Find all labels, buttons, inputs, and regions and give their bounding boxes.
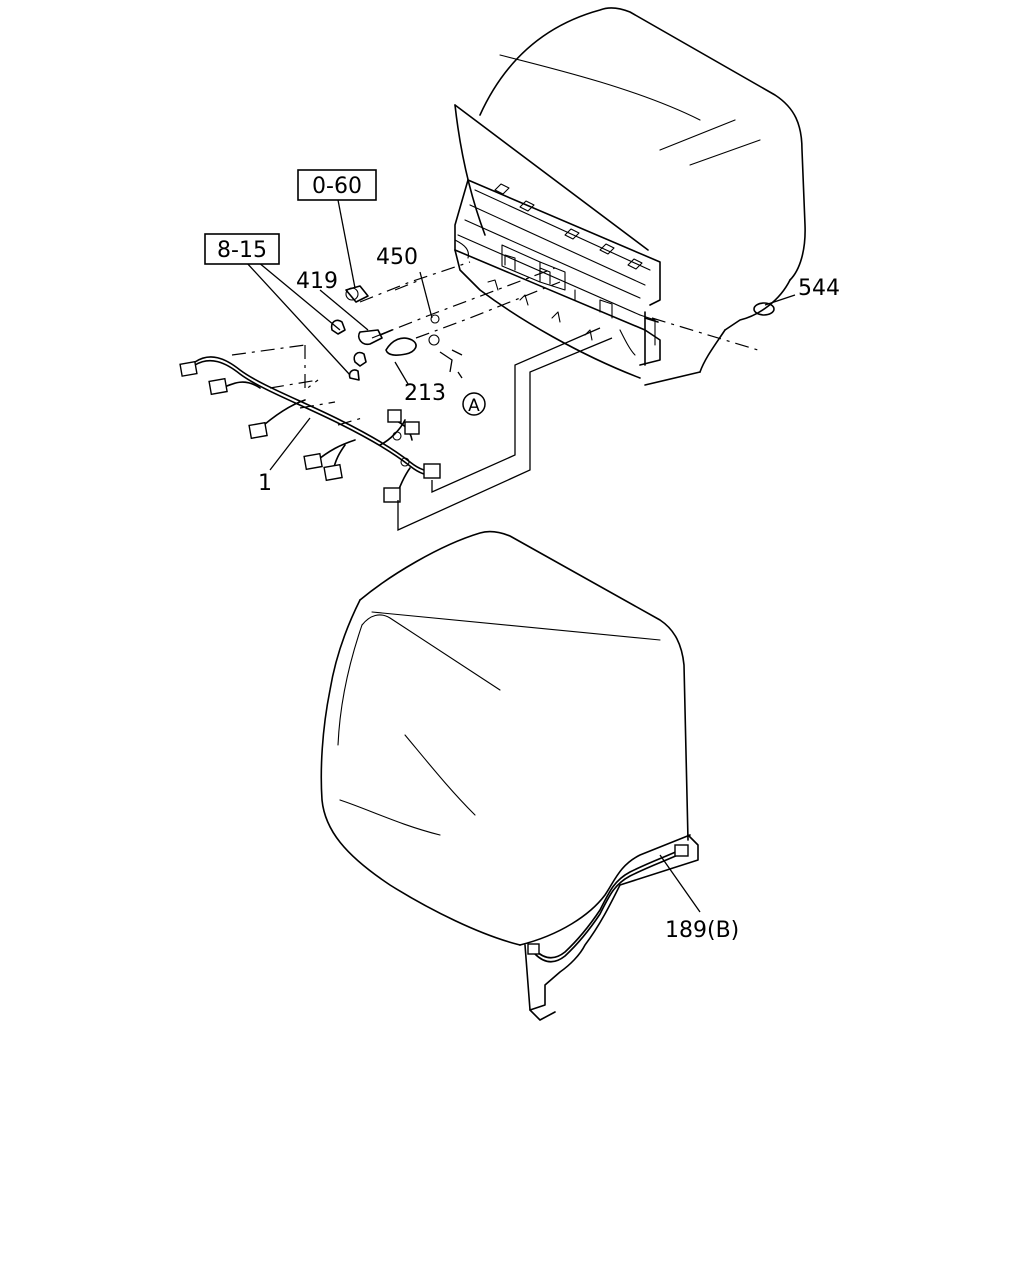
leader-lines [245,199,796,913]
ref-box-0-60: 0-60 [297,169,377,201]
ref-box-8-15: 8-15 [204,233,280,265]
ref-label-8-15: 8-15 [217,238,267,263]
part-label-419: 419 [296,269,338,294]
detail-label-a: A [468,396,480,416]
bolt-drawing [345,285,440,356]
part-label-1: 1 [258,471,272,496]
part-label-450: 450 [376,245,418,270]
lower-cab-drawing [320,530,699,1021]
grommet-544-icon [753,302,775,316]
part-label-544: 544 [798,276,840,301]
ref-label-0-60: 0-60 [312,174,362,199]
assembly-lines [231,261,759,532]
part-label-189b: 189(B) [665,918,739,943]
wire-harness-drawing [179,356,441,503]
clips-drawing [330,319,367,381]
detail-marker-a: A [462,392,486,416]
upper-cab-drawing [454,7,806,386]
part-label-213: 213 [404,381,446,406]
